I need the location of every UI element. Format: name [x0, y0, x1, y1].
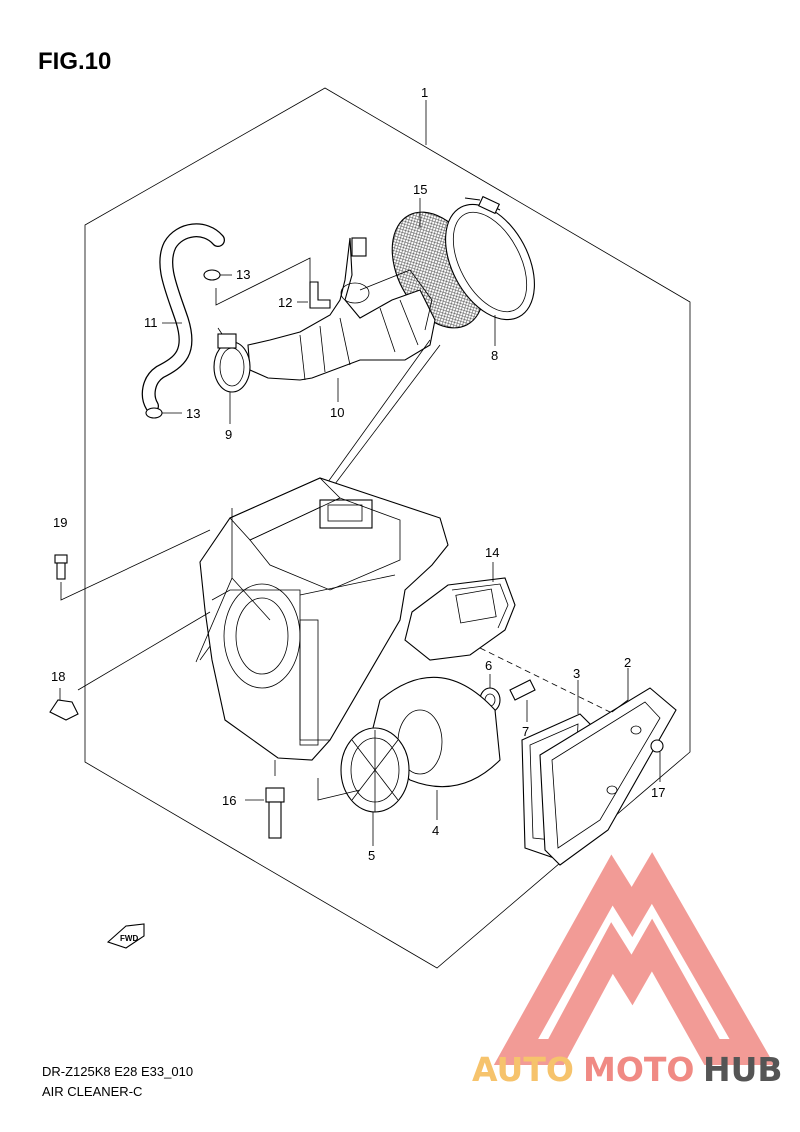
drain-plug-part — [245, 787, 285, 839]
screw-17-part — [650, 739, 664, 782]
bolt-7-part — [509, 679, 536, 722]
figure-title: FIG.10 — [38, 48, 112, 75]
watermark-logo-icon — [493, 852, 775, 1065]
label-part-6: 6 — [485, 658, 492, 673]
union-part — [297, 281, 331, 309]
label-part-14: 14 — [485, 545, 499, 560]
label-part-19: 19 — [53, 515, 67, 530]
label-part-9: 9 — [225, 427, 232, 442]
clip-upper-part — [203, 269, 232, 281]
bolt-19-part — [54, 529, 211, 601]
label-part-11: 11 — [144, 315, 158, 330]
clamp-part — [213, 327, 251, 424]
assembly-outline — [84, 87, 691, 969]
watermark-text: AUTO MOTO HUB — [472, 1050, 783, 1089]
figure-code: DR-Z125K8 E28 E33_010 — [42, 1064, 194, 1079]
label-part-15: 15 — [413, 182, 427, 197]
figure-name: AIR CLEANER-C — [42, 1084, 143, 1099]
label-part-8: 8 — [491, 348, 498, 363]
screen-frame-part — [445, 195, 535, 346]
drain-hose-part — [141, 223, 225, 413]
inlet-duct-part — [404, 562, 516, 661]
svg-text:FWD: FWD — [120, 934, 138, 943]
label-part-5: 5 — [368, 848, 375, 863]
label-part-2: 2 — [624, 655, 631, 670]
cover-part — [539, 668, 677, 866]
label-part-13-upper: 13 — [236, 267, 250, 282]
label-part-1: 1 — [421, 85, 428, 100]
label-part-13-lower: 13 — [186, 406, 200, 421]
label-part-3: 3 — [573, 666, 580, 681]
bracket-clip-part — [49, 611, 211, 721]
housing-part — [199, 477, 449, 776]
label-part-12: 12 — [278, 295, 292, 310]
label-part-17: 17 — [651, 785, 665, 800]
clip-lower-part — [145, 407, 182, 419]
element-frame-part — [340, 727, 410, 846]
svg-text:HUB: HUB — [703, 1050, 783, 1089]
fwd-arrow-icon: FWD — [106, 923, 145, 949]
label-part-16: 16 — [222, 793, 236, 808]
svg-text:AUTO: AUTO — [472, 1050, 574, 1089]
svg-text:MOTO: MOTO — [583, 1050, 694, 1089]
part-labels: 1 2 3 4 5 6 7 8 9 10 11 12 13 13 14 15 1… — [51, 85, 665, 863]
label-part-7: 7 — [522, 724, 529, 739]
label-part-10: 10 — [330, 405, 344, 420]
label-part-18: 18 — [51, 669, 65, 684]
label-part-4: 4 — [432, 823, 439, 838]
outlet-tube-part — [247, 237, 436, 402]
